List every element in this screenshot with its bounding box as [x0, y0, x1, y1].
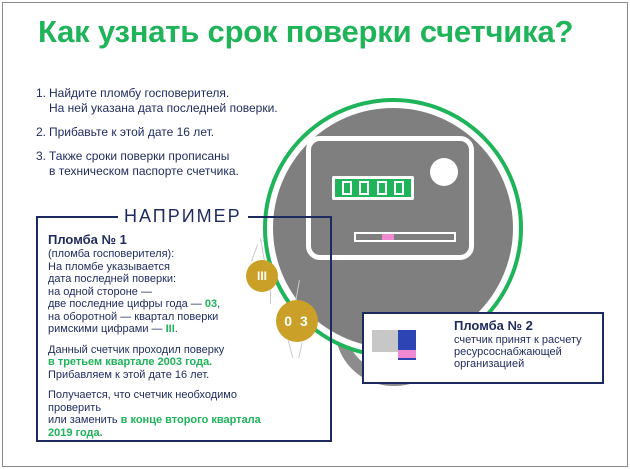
digit-cell	[376, 181, 387, 195]
step-item: 3.Также сроки поверки прописаны в технич…	[36, 149, 239, 178]
seal2-gray-part	[372, 330, 398, 352]
digit-cell	[359, 181, 370, 195]
digit-cell	[342, 181, 353, 195]
meter-indicator-light	[430, 158, 458, 186]
seal1-title: Пломба № 1	[48, 232, 127, 247]
step-item: 2.Прибавьте к этой дате 16 лет.	[36, 125, 215, 139]
seal2-title: Пломба № 2	[454, 318, 533, 333]
digit-cell	[393, 181, 404, 195]
seal-year-digits: 0 3	[276, 300, 318, 342]
meter-slot	[354, 232, 456, 242]
meter-digits	[332, 176, 414, 200]
seal-thread	[270, 290, 271, 304]
seal2-text: Пломба № 2 счетчик принят к расчету ресу…	[454, 318, 602, 370]
example-heading: НАПРИМЕР	[118, 206, 248, 227]
seal2-pink-part	[398, 350, 416, 358]
example-text: Пломба № 1 (пломба госповерителя): На пл…	[48, 232, 278, 439]
step-item: 1.Найдите пломбу госповерителя. На ней у…	[36, 86, 278, 115]
seal-roman-quarter: III	[246, 260, 278, 292]
page-title: Как узнать срок поверки счетчика?	[38, 14, 574, 49]
steps-list: 1.Найдите пломбу госповерителя. На ней у…	[36, 86, 278, 188]
meter-slot-mark	[382, 234, 394, 240]
